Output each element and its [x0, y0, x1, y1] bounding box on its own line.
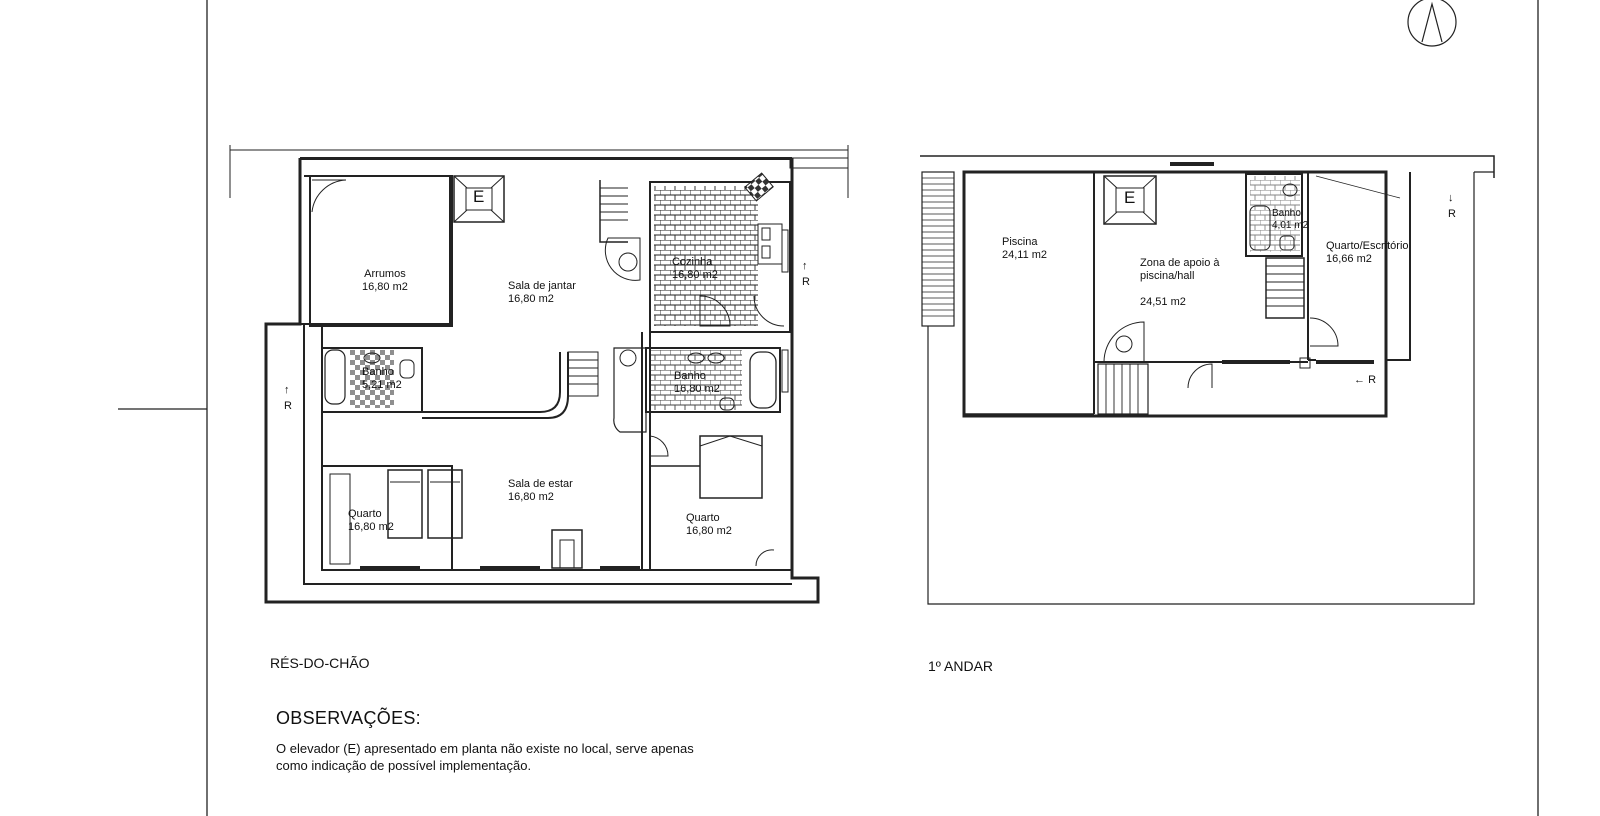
room-area: 4,01 m2 [1272, 220, 1309, 231]
arrow-down-icon: ↓ [1448, 192, 1454, 204]
ramp-label: R [1368, 374, 1377, 386]
room-area: 16,80 m2 [672, 269, 718, 281]
sheet-frame [118, 0, 1539, 816]
observations-line-1: O elevador (E) apresentado em planta não… [276, 741, 694, 756]
room-name: Piscina [1002, 236, 1038, 248]
arrow-up-icon: ↑ [802, 260, 808, 272]
room-name: Quarto [348, 508, 382, 520]
room-arrumos: Arrumos 16,80 m2 [362, 268, 408, 294]
ramp-label: R [802, 276, 810, 288]
room-zona-de-apoio: Zona de apoio à piscina/hall 24,51 m2 [1140, 244, 1220, 322]
room-area: 16,80 m2 [686, 525, 732, 537]
room-quarto-left: Quarto 16,80 m2 [348, 508, 394, 534]
room-area: 5,21 m2 [362, 379, 402, 391]
room-area: 16,66 m2 [1326, 253, 1372, 265]
room-area: 24,51 m2 [1140, 296, 1186, 308]
first-floor-plan [920, 155, 1495, 605]
room-area: 16,80 m2 [674, 383, 720, 395]
north-arrow-icon [1407, 0, 1457, 47]
room-area: 16,80 m2 [348, 521, 394, 533]
room-sala-de-estar: Sala de estar 16,80 m2 [508, 478, 573, 504]
room-area: 24,11 m2 [1002, 249, 1048, 261]
room-name: Zona de apoio à piscina/hall [1140, 257, 1220, 282]
observations-line-2: como indicação de possível implementação… [276, 758, 532, 773]
ramp-label: R [1448, 208, 1456, 220]
ground-floor-title: RÉS-DO-CHÃO [270, 655, 370, 671]
ramp-label-left: ↑ R [284, 384, 292, 412]
ramp-label-right: ↑ R [802, 260, 810, 288]
elevator-label-first: E [1124, 188, 1136, 207]
room-piscina: Piscina 24,11 m2 [1002, 236, 1047, 262]
room-name: Sala de jantar [508, 280, 576, 292]
room-sala-de-jantar: Sala de jantar 16,80 m2 [508, 280, 576, 306]
room-quarto-right: Quarto 16,80 m2 [686, 512, 732, 538]
room-name: Cozinha [672, 256, 713, 268]
room-name: Quarto/Escritório [1326, 240, 1409, 252]
first-floor-title: 1º ANDAR [928, 658, 994, 674]
elevator-label-ground: E [473, 187, 485, 206]
room-name: Banho [1272, 208, 1301, 219]
observations-text: O elevador (E) apresentado em planta não… [276, 740, 796, 774]
arrow-left-icon: ← [1354, 374, 1365, 386]
observations-title: OBSERVAÇÕES: [276, 708, 421, 728]
room-area: 16,80 m2 [508, 293, 554, 305]
room-cozinha: Cozinha 16,80 m2 [672, 256, 718, 282]
room-banho-first: Banho 4,01 m2 [1272, 208, 1308, 232]
ramp-label: R [284, 400, 292, 412]
room-name: Arrumos [364, 268, 406, 280]
room-name: Quarto [686, 512, 720, 524]
room-banho-left: Banho 5,21 m2 [362, 366, 402, 392]
room-area: 16,80 m2 [508, 491, 554, 503]
ramp-label-top-right: ↓ R [1448, 192, 1456, 220]
room-name: Banho [362, 366, 394, 378]
arrow-up-icon: ↑ [284, 384, 290, 396]
room-area: 16,80 m2 [362, 281, 408, 293]
room-name: Sala de estar [508, 478, 573, 490]
ramp-label-bottom: ← R [1354, 374, 1376, 386]
room-banho-right: Banho 16,80 m2 [674, 370, 720, 396]
room-quarto-escritorio: Quarto/Escritório 16,66 m2 [1326, 240, 1409, 266]
ground-floor-plan [229, 145, 849, 604]
room-name: Banho [674, 370, 706, 382]
